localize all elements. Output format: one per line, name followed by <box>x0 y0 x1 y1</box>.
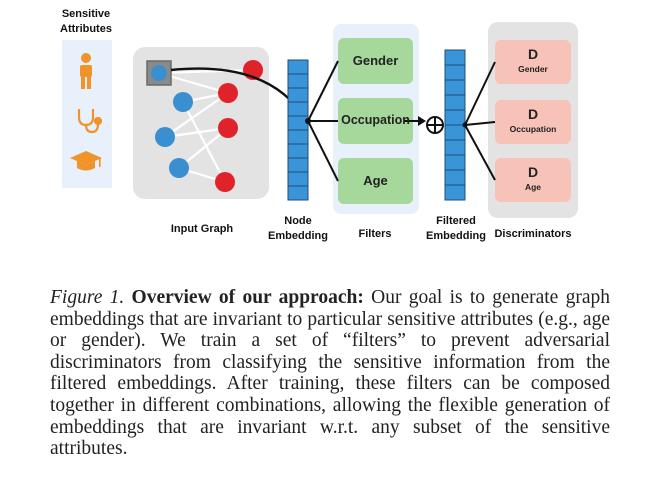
selected-node <box>146 60 172 86</box>
graph-node-red <box>215 172 235 192</box>
graph-node-red <box>218 83 238 103</box>
graph-node-blue <box>173 92 193 112</box>
discriminator-gender-attr: Gender <box>518 64 548 74</box>
caption-body: Our goal is to generate graph embeddings… <box>50 287 611 460</box>
filter-age-label: Age <box>363 173 388 188</box>
discriminator-gender-letter: D <box>527 46 539 62</box>
discriminator-boxes <box>495 40 571 202</box>
input-graph-label: Input Graph <box>170 223 234 235</box>
filters-label: Filters <box>358 228 392 240</box>
sensitive-attributes-label: Sensitive Attributes <box>60 8 112 35</box>
embedding-to-filter-lines <box>307 60 339 182</box>
filtered-embedding-label: Filtered Embedding <box>426 215 486 242</box>
stethoscope-icon <box>77 109 103 134</box>
filter-occupation-box <box>338 98 413 144</box>
graduation-cap-icon <box>70 151 102 171</box>
filter-occupation-label: Occupation <box>341 113 410 127</box>
filter-age-box <box>338 158 413 204</box>
filter-gender-box <box>338 38 413 84</box>
caption-title: Overview of our approach: <box>131 287 364 308</box>
figure-diagram: Sensitive Attributes Input Graph Node Em… <box>60 8 578 242</box>
combine-icon <box>426 116 444 134</box>
node-embedding-column <box>287 59 309 201</box>
discriminator-age-letter: D <box>527 164 539 180</box>
graph-node-blue <box>155 127 175 147</box>
graph-node-blue <box>169 158 189 178</box>
filter-gender-label: Gender <box>352 53 399 68</box>
discriminator-occupation-box <box>495 100 571 144</box>
figure-canvas <box>62 22 578 218</box>
discriminators-label: Discriminators <box>494 228 572 240</box>
discriminator-occupation-letter: D <box>527 106 539 122</box>
discriminator-age-attr: Age <box>524 182 542 192</box>
discriminator-occupation-attr: Occupation <box>509 124 557 134</box>
figure-caption: Figure 1. Overview of our approach: Our … <box>50 287 610 460</box>
discriminator-gender-box <box>495 40 571 84</box>
node-embedding-label: Node Embedding <box>268 215 328 242</box>
person-icon <box>80 53 92 89</box>
embedding-to-discriminator-lines <box>464 61 496 181</box>
figure-number: Figure 1. <box>50 287 125 308</box>
filtered-embedding-column <box>444 49 466 201</box>
filter-boxes <box>338 38 413 204</box>
discriminator-age-box <box>495 158 571 202</box>
filter-to-combine-arrow <box>404 116 426 126</box>
graph-node-red <box>218 118 238 138</box>
